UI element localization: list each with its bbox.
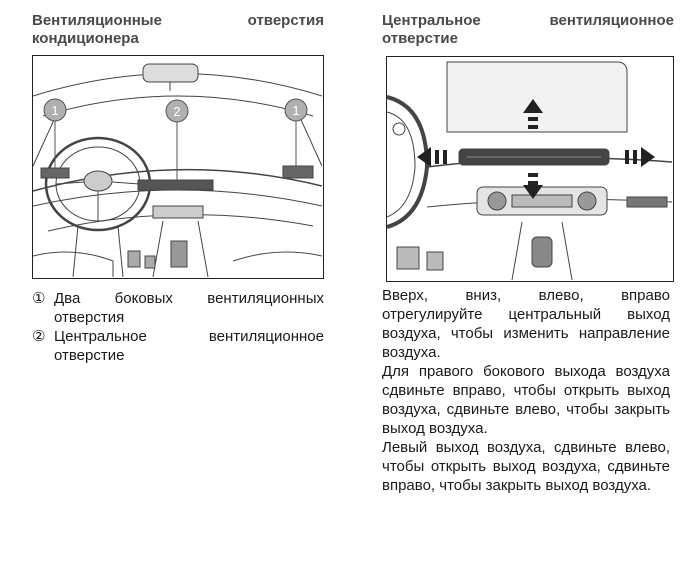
- left-notes: ① Два боковых вентиляционных отверстия ②…: [32, 289, 324, 365]
- center-vent-illustration: [386, 56, 674, 282]
- callout-label: 2: [173, 104, 180, 119]
- callout-label: 1: [292, 103, 299, 118]
- callout-marker: [43, 98, 67, 122]
- instruction-paragraph: Левый выход воздуха, сдвиньте влево, что…: [382, 439, 670, 494]
- dashboard-drawing: 1 2 1: [33, 63, 322, 277]
- left-column: Вентиляционные отверстия кондиционера: [32, 12, 324, 365]
- instruction-paragraph: Для правого бокового выхода воздуха сдви…: [382, 363, 670, 437]
- arrow-up-dash: [528, 125, 538, 129]
- note-text: Два боковых вентиляционных отверстия: [54, 290, 324, 326]
- note-item: ② Центральное вентиляционное отверстие: [32, 327, 324, 365]
- arrow-down-dash: [528, 173, 538, 177]
- callout-marker: [165, 99, 189, 123]
- arrow-right-dash: [633, 150, 637, 164]
- arrow-up-icon: [523, 99, 543, 113]
- arrow-right-icon: [641, 147, 655, 167]
- left-heading: Вентиляционные отверстия кондиционера: [32, 12, 324, 47]
- center-vent-drawing: [387, 61, 672, 280]
- direction-arrows: [417, 99, 655, 199]
- note-marker: ①: [32, 290, 46, 307]
- arrow-right-dash: [625, 150, 629, 164]
- callout-marker: [284, 98, 308, 122]
- arrow-left-dash: [443, 150, 447, 164]
- callout-markers: 1 2 1: [43, 98, 308, 123]
- right-heading: Центральное вентиляционное отверстие: [382, 12, 674, 47]
- arrow-up-dash: [528, 117, 538, 121]
- note-item: ① Два боковых вентиляционных отверстия: [32, 289, 324, 327]
- note-text: Центральное вентиляционное отверстие: [54, 328, 324, 364]
- arrow-down-icon: [523, 185, 543, 199]
- arrow-left-icon: [417, 147, 431, 167]
- instruction-paragraph: Вверх, вниз, влево, вправо отрегулируйте…: [382, 287, 670, 361]
- right-column: Центральное вентиляционное отверстие: [382, 12, 674, 495]
- right-instructions: Вверх, вниз, влево, вправо отрегулируйте…: [382, 286, 670, 495]
- arrow-down-dash: [528, 181, 538, 185]
- callout-label: 1: [51, 103, 58, 118]
- arrow-left-dash: [435, 150, 439, 164]
- dashboard-vents-illustration: 1 2 1: [32, 55, 324, 279]
- note-marker: ②: [32, 328, 46, 345]
